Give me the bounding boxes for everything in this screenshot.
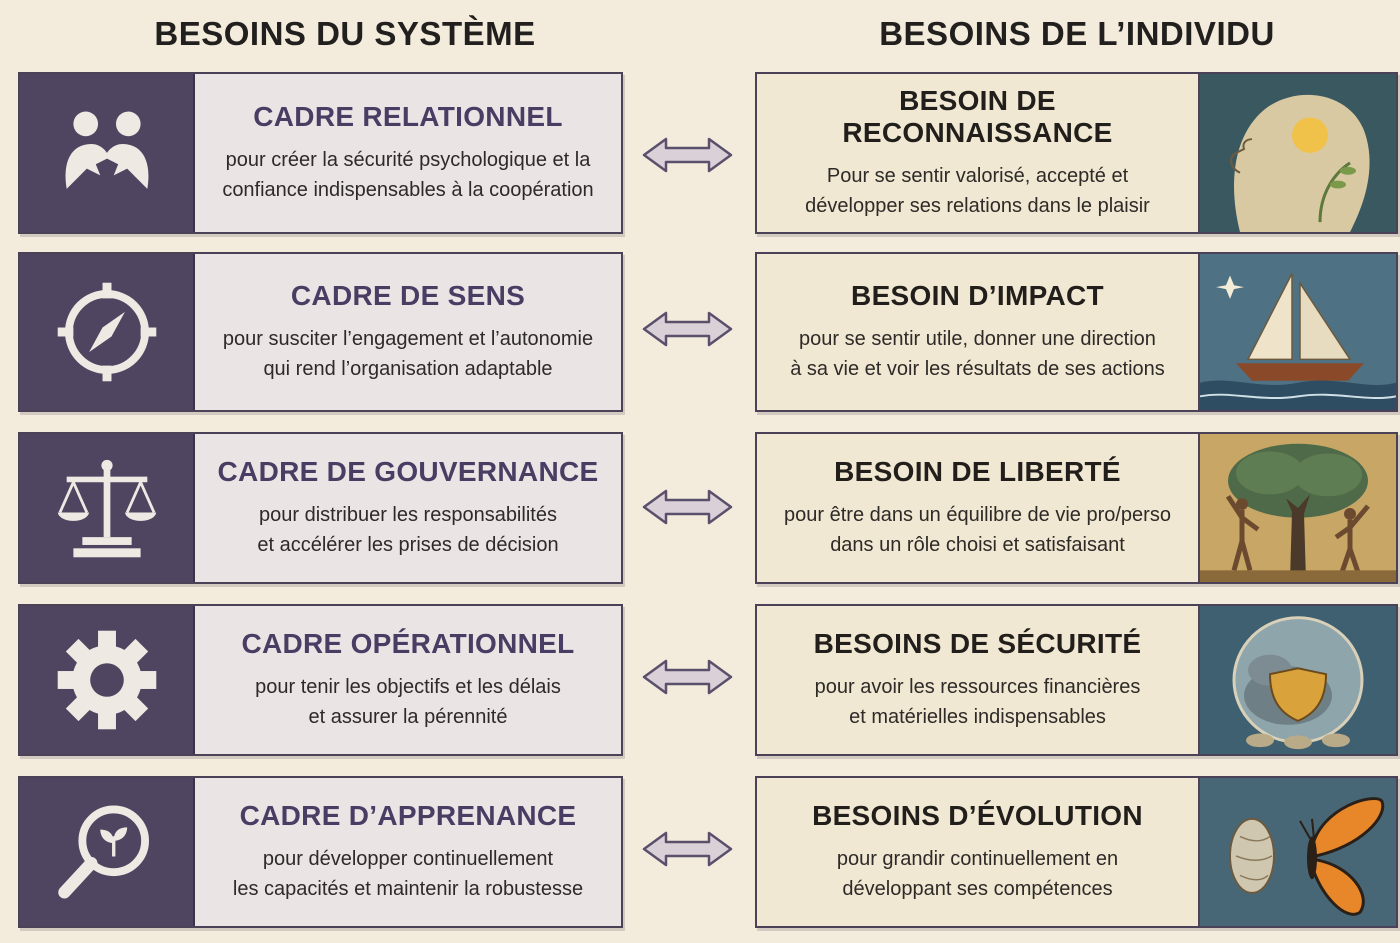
individual-card-security: BESOINS DE SÉCURITÉ pour avoir les resso… (755, 604, 1398, 756)
system-needs-header: BESOINS DU SYSTÈME (154, 15, 536, 52)
system-card-learning: CADRE D’APPRENANCE pour développer conti… (18, 776, 623, 928)
double-arrow-icon (642, 137, 733, 173)
system-card-meaning: CADRE DE SENS pour susciter l’engagement… (18, 252, 623, 412)
card-description: Pour se sentir valorisé, accepté et déve… (805, 165, 1150, 217)
head-sun-illustration (1198, 74, 1396, 232)
card-description: pour se sentir utile, donner une directi… (790, 328, 1165, 380)
system-card-relational: CADRE RELATIONNEL pour créer la sécurité… (18, 72, 623, 234)
card-description: pour tenir les objectifs et les délais e… (255, 676, 561, 728)
compass-icon (20, 254, 195, 410)
double-arrow-icon (642, 311, 733, 347)
individual-card-recognition: BESOIN DE RECONNAISSANCE Pour se sentir … (755, 72, 1398, 234)
individual-card-impact: BESOIN D’IMPACT pour se sentir utile, do… (755, 252, 1398, 412)
individual-card-evolution: BESOINS D’ÉVOLUTION pour grandir continu… (755, 776, 1398, 928)
shield-globe-illustration (1198, 606, 1396, 754)
individual-card-freedom: BESOIN DE LIBERTÉ pour être dans un équi… (755, 432, 1398, 584)
magnifier-sprout-icon (20, 778, 195, 926)
scales-icon (20, 434, 195, 582)
card-title: CADRE OPÉRATIONNEL (241, 628, 575, 659)
card-title: BESOIN DE LIBERTÉ (834, 456, 1121, 487)
card-description: pour être dans un équilibre de vie pro/p… (784, 504, 1171, 556)
double-arrow-icon (642, 831, 733, 867)
card-title: BESOINS DE SÉCURITÉ (813, 628, 1142, 659)
card-title: CADRE D’APPRENANCE (239, 800, 577, 831)
card-title: CADRE DE GOUVERNANCE (217, 456, 599, 487)
card-title: CADRE RELATIONNEL (253, 101, 563, 132)
card-description: pour avoir les ressources financières et… (814, 676, 1141, 728)
gear-icon (20, 606, 195, 754)
butterfly-illustration (1198, 778, 1396, 926)
card-title: CADRE DE SENS (290, 280, 526, 311)
individual-needs-header: BESOINS DE L’INDIVIDU (879, 15, 1275, 52)
card-title: BESOINS D’ÉVOLUTION (812, 800, 1143, 831)
sailboat-illustration (1198, 254, 1396, 410)
card-title: BESOIN D’IMPACT (851, 280, 1104, 311)
tree-people-illustration (1198, 434, 1396, 582)
partnership-icon (20, 74, 195, 232)
card-description: pour développer continuellement les capa… (232, 848, 584, 900)
card-description: pour créer la sécurité psychologique et … (222, 149, 594, 201)
system-card-operational: CADRE OPÉRATIONNEL pour tenir les object… (18, 604, 623, 756)
card-description: pour susciter l’engagement et l’autonomi… (222, 328, 594, 380)
card-title: BESOIN DE RECONNAISSANCE (842, 85, 1113, 148)
system-card-governance: CADRE DE GOUVERNANCE pour distribuer les… (18, 432, 623, 584)
card-description: pour distribuer les responsabilités et a… (257, 504, 559, 556)
double-arrow-icon (642, 659, 733, 695)
double-arrow-icon (642, 489, 733, 525)
card-description: pour grandir continuellement en développ… (836, 848, 1119, 900)
